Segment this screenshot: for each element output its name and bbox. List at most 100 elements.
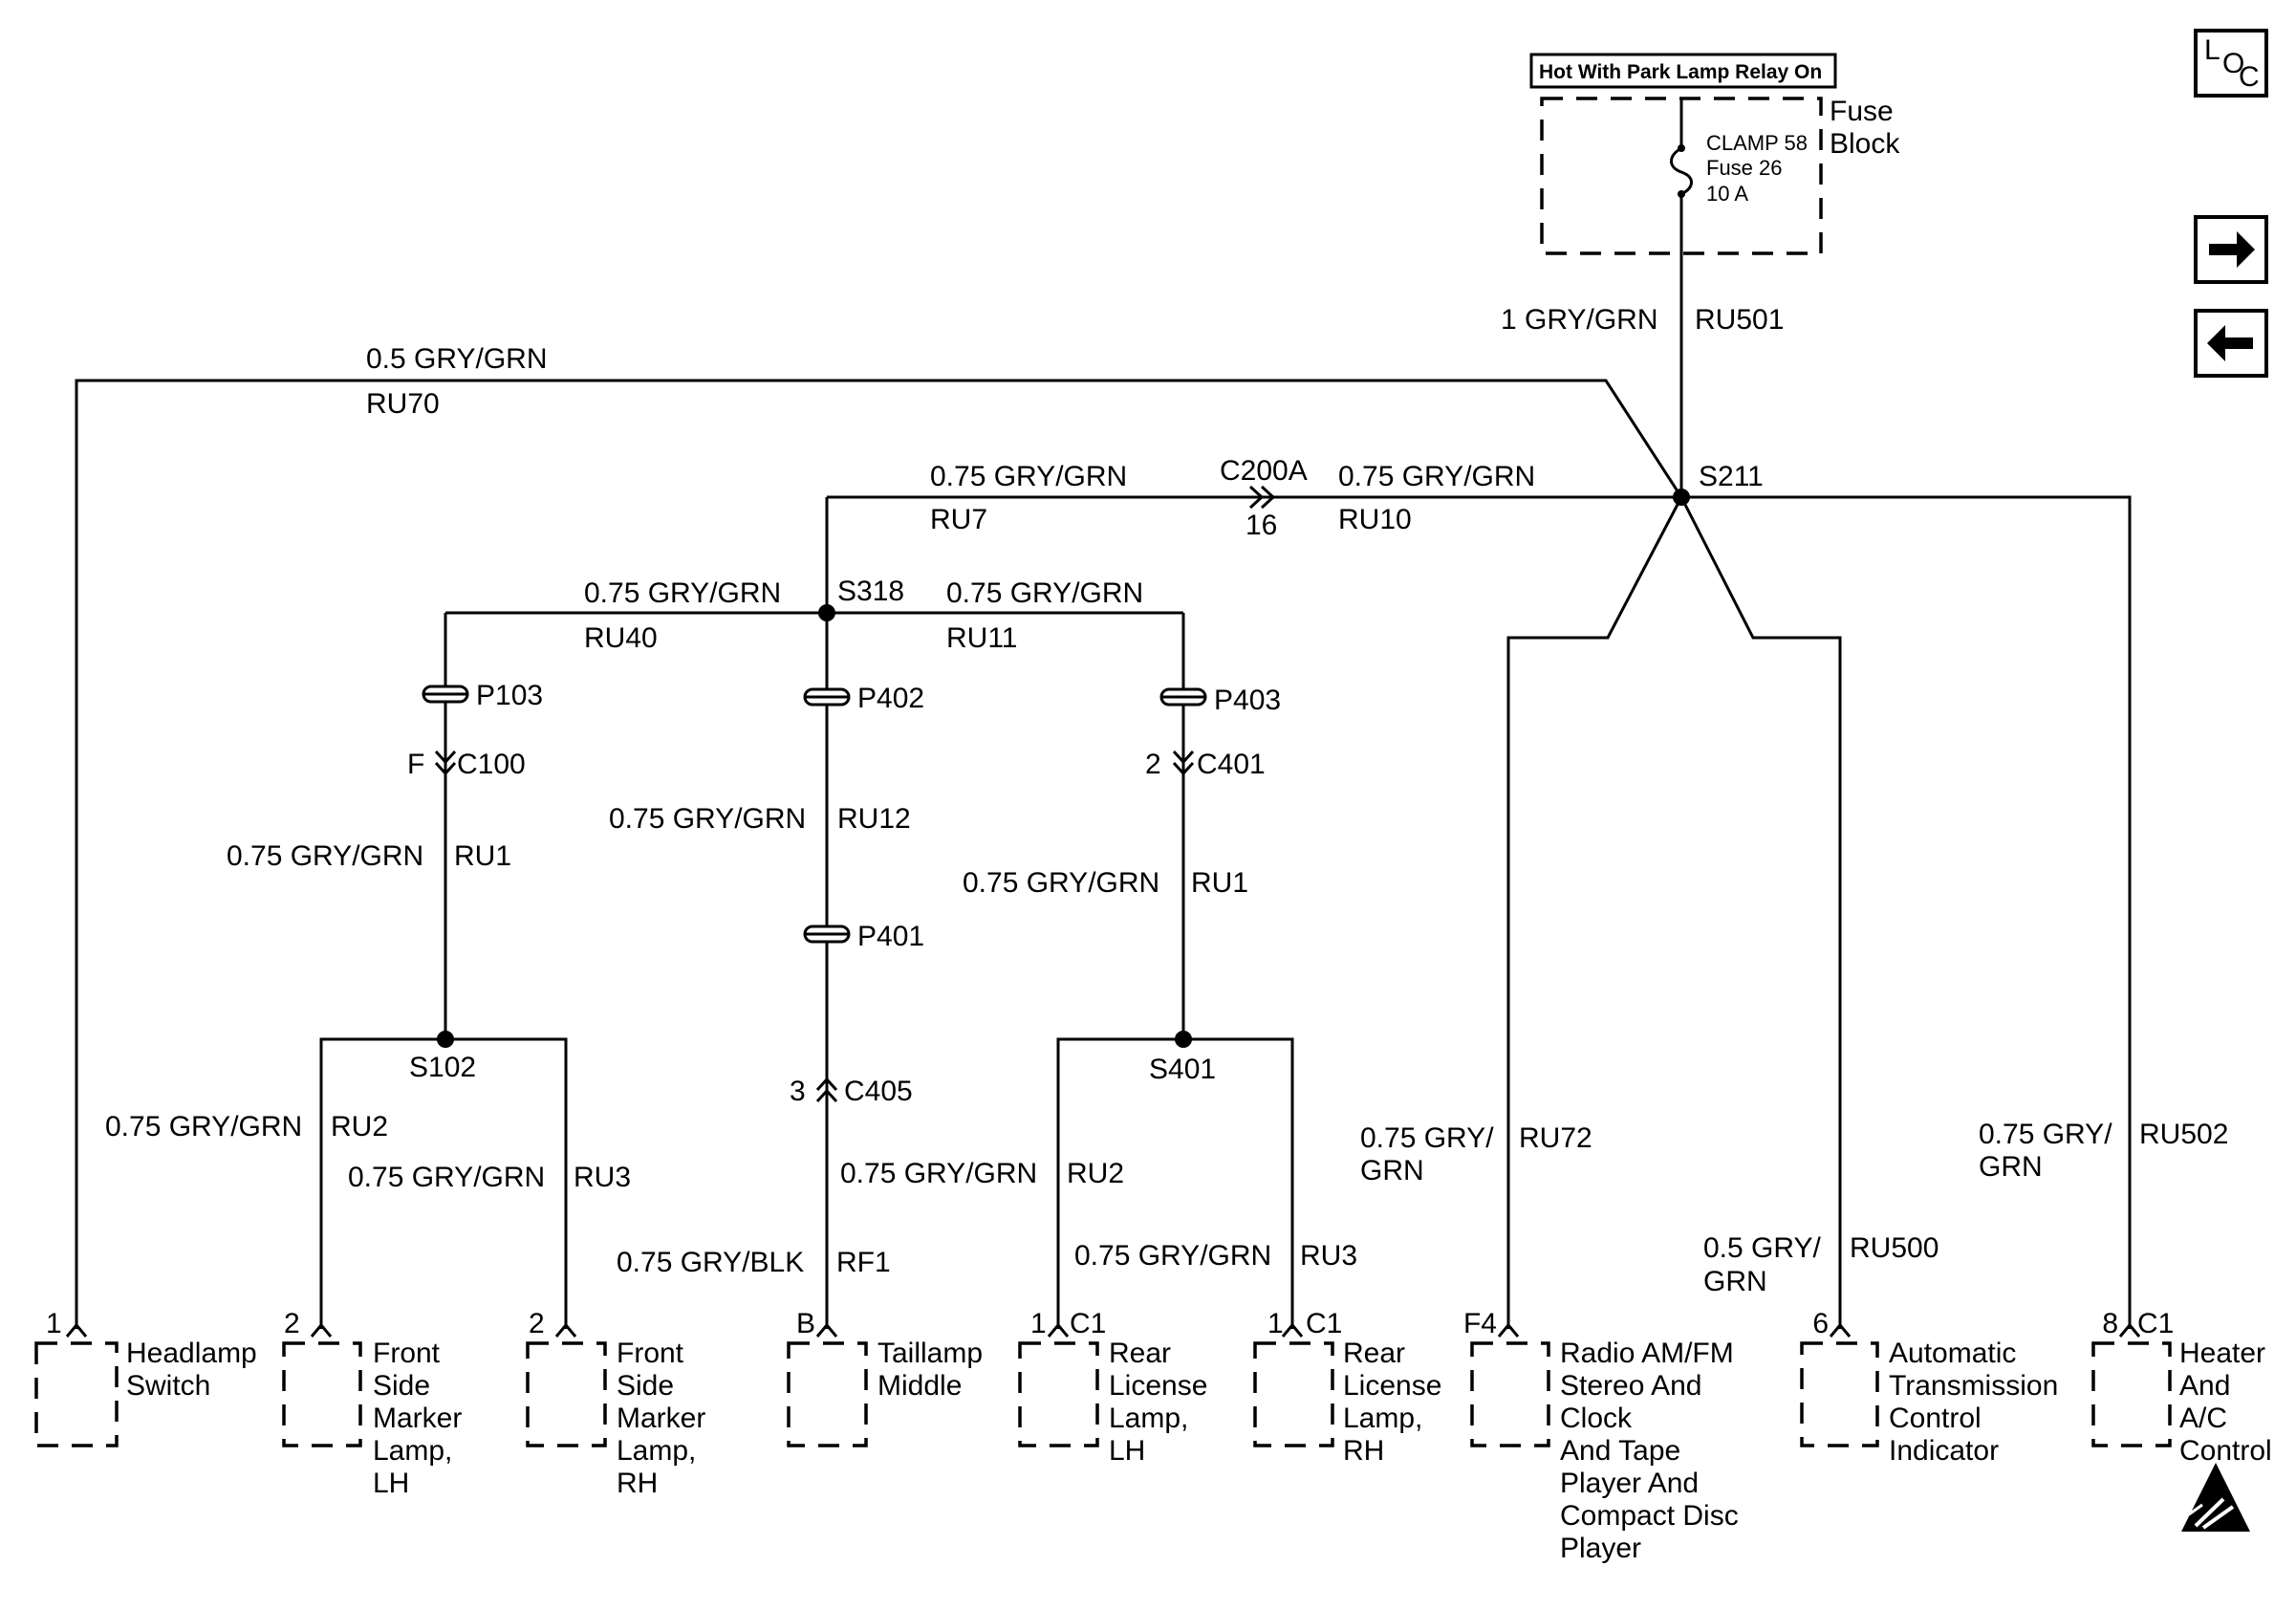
terminal-pin-icon <box>815 1322 838 1338</box>
loc-icon[interactable]: L O C <box>2194 29 2268 98</box>
component-name-line: Indicator <box>1889 1435 1999 1467</box>
wire-ru1-right-id: RU1 <box>1191 867 1248 899</box>
wire-ru11-id: RU11 <box>946 622 1017 654</box>
component-box <box>34 1341 119 1447</box>
connector-c401-label: C401 <box>1197 749 1266 780</box>
wire-ru72-gauge-1: 0.75 GRY/ <box>1360 1122 1494 1154</box>
pass-through-p403-label: P403 <box>1214 685 1281 716</box>
svg-text:Hot With Park Lamp Relay On: Hot With Park Lamp Relay On <box>1539 61 1822 83</box>
wire-ru501-id: RU501 <box>1695 304 1784 336</box>
wire-ru500-id: RU500 <box>1850 1232 1939 1264</box>
loc-letter-o: O <box>2222 48 2244 79</box>
component-pin-label: 1 <box>1030 1308 1047 1339</box>
component-name-line: Clock <box>1560 1403 1633 1434</box>
component-name-line: Marker <box>373 1403 462 1434</box>
component-pin-label: 8 <box>2102 1308 2118 1339</box>
power-source-label: Hot With Park Lamp Relay On <box>1529 53 1837 89</box>
wire-ru7-id: RU7 <box>930 504 987 535</box>
wire-ru72 <box>1506 496 1683 1329</box>
arrow-left-icon[interactable] <box>2194 309 2268 378</box>
component-name-line: Front <box>617 1338 684 1369</box>
connector-c200a-pin: 16 <box>1245 510 1277 541</box>
splice-s401-label: S401 <box>1149 1054 1216 1085</box>
wire-ru3-left-gauge: 0.75 GRY/GRN <box>348 1162 545 1193</box>
component-name-line: Automatic <box>1889 1338 2016 1369</box>
wire-ru502 <box>1681 495 2132 1329</box>
component-box <box>1253 1341 1334 1447</box>
component-pin-label: B <box>796 1308 815 1339</box>
component-name-line: Lamp, <box>373 1435 452 1467</box>
wire-ru40-gauge: 0.75 GRY/GRN <box>584 577 781 609</box>
terminal-pin-icon <box>1281 1322 1304 1338</box>
connector-c405-pin: 3 <box>790 1076 806 1107</box>
component-name-line: And <box>2179 1370 2230 1402</box>
wire-ru70-gauge: 0.5 GRY/GRN <box>366 343 548 375</box>
pass-through-p103-label: P103 <box>476 680 543 711</box>
connector-c200a-label: C200A <box>1220 455 1308 487</box>
wire-rf1-id: RF1 <box>836 1247 891 1278</box>
wire-ru11-gauge: 0.75 GRY/GRN <box>946 577 1143 609</box>
wire-ru70 <box>75 379 1683 1329</box>
component-name-line: Taillamp <box>877 1338 983 1369</box>
terminal-pin-icon <box>554 1322 577 1338</box>
component-box <box>1018 1341 1099 1447</box>
connector-c401-icon <box>1172 750 1195 776</box>
component-name-line: Headlamp <box>126 1338 257 1369</box>
terminal-pin-icon <box>65 1322 88 1338</box>
pass-through-p401-icon <box>803 925 851 944</box>
loc-letter-c: C <box>2239 61 2260 93</box>
component-name-line: Radio AM/FM <box>1560 1338 1734 1369</box>
component-box <box>787 1341 868 1447</box>
wire-ru2-right-id: RU2 <box>1067 1158 1124 1189</box>
wire-ru500-gauge-2: GRN <box>1703 1266 1767 1297</box>
component-box <box>526 1341 607 1447</box>
connector-c200a-icon <box>1248 485 1276 510</box>
wire-ru501-gauge: 1 GRY/GRN <box>1501 304 1658 336</box>
component-group: 1HeadlampSwitch2FrontSideMarkerLamp,LH2F… <box>34 1308 2272 1564</box>
component-name-line: Compact Disc <box>1560 1500 1739 1532</box>
wire-ru10-id: RU10 <box>1338 504 1412 535</box>
component-name-line: Side <box>617 1370 674 1402</box>
terminal-pin-icon <box>310 1322 333 1338</box>
wire-ru12-id: RU12 <box>837 803 911 835</box>
component-name-line: Front <box>373 1338 441 1369</box>
component-name-line: License <box>1109 1370 1207 1402</box>
terminal-pin-icon <box>2118 1322 2141 1338</box>
wire-ru40-id: RU40 <box>584 622 658 654</box>
component-pin-label: 2 <box>284 1308 300 1339</box>
wire-ru70-id: RU70 <box>366 388 440 420</box>
splice-s211-label: S211 <box>1699 461 1764 492</box>
wire-ru12-gauge: 0.75 GRY/GRN <box>609 803 806 835</box>
component-box <box>2091 1341 2172 1447</box>
component-name-line: Middle <box>877 1370 962 1402</box>
component-name-line: License <box>1343 1370 1441 1402</box>
component-name-line: Lamp, <box>1109 1403 1188 1434</box>
fuse-block-title-1: Fuse <box>1830 96 1894 127</box>
component-name-line: RH <box>1343 1435 1384 1467</box>
esd-warning-icon <box>2181 1463 2250 1532</box>
wire-s401-branches <box>1056 1037 1294 1329</box>
component-name-line: Lamp, <box>617 1435 696 1467</box>
connector-c100-icon <box>434 750 457 776</box>
component-pin-label: 1 <box>1267 1308 1284 1339</box>
component-box <box>1800 1341 1879 1447</box>
component-name-line: Heater <box>2179 1338 2265 1369</box>
terminal-pin-icon <box>1047 1322 1070 1338</box>
component-name-line: Rear <box>1343 1338 1405 1369</box>
wire-ru2-left-id: RU2 <box>331 1111 388 1142</box>
component-connector-label: C1 <box>1306 1308 1342 1339</box>
component-pin-label: 6 <box>1812 1308 1829 1339</box>
wire-ru7-gauge: 0.75 GRY/GRN <box>930 461 1127 492</box>
connector-c405-label: C405 <box>844 1076 913 1107</box>
arrow-right-icon[interactable] <box>2194 215 2268 284</box>
terminal-pin-icon <box>1497 1322 1520 1338</box>
component-box <box>282 1341 362 1447</box>
loc-letter-l: L <box>2204 34 2220 66</box>
wire-ru500-gauge-1: 0.5 GRY/ <box>1703 1232 1822 1264</box>
